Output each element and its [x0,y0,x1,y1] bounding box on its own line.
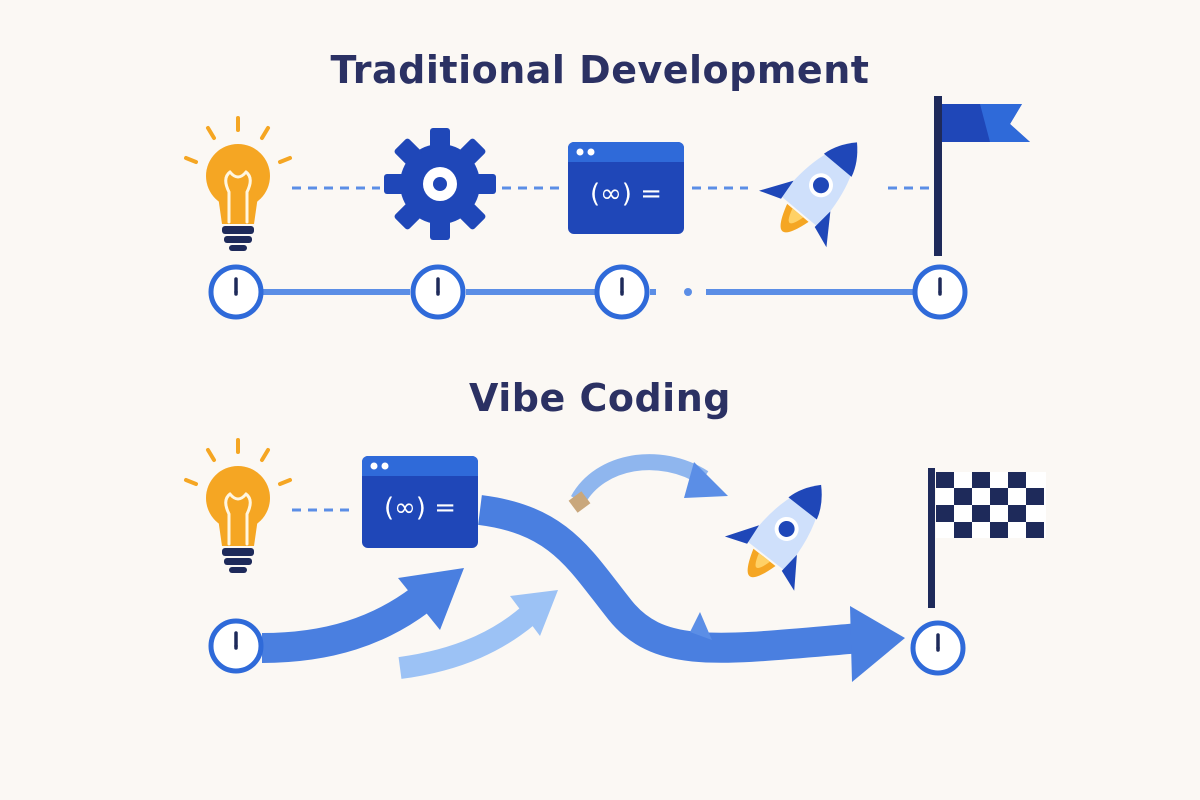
lightbulb-icon [184,438,292,575]
traditional-timeline [211,267,965,317]
vibe-rising-arrow [261,568,464,663]
vibe-secondary-arrow [398,590,558,679]
clock-icon [413,267,463,317]
clock-icon [597,267,647,317]
code-window-icon: (∞) = [568,142,684,234]
clock-icon [913,623,963,673]
vibe-section: (∞) = [184,438,1046,682]
checkered-flag-icon [928,468,1046,608]
gear-icon [384,128,496,240]
vibe-main-flow-arrow [477,495,905,682]
rocket-icon [715,457,856,604]
clock-icon [211,267,261,317]
rocket-icon [748,114,891,260]
rocket-trail-arrowhead [690,612,712,640]
code-window-symbol: (∞) = [384,493,456,523]
vibe-loop-arrow [568,454,728,513]
traditional-development-title: Traditional Development [330,48,870,92]
flag-icon [934,96,1030,256]
code-window-symbol: (∞) = [590,179,662,209]
vibe-coding-title: Vibe Coding [469,376,731,420]
code-window-icon: (∞) = [362,456,478,548]
lightbulb-icon [184,116,292,253]
clock-icon [211,621,261,671]
clock-icon [915,267,965,317]
traditional-section: (∞) = [184,96,1030,317]
